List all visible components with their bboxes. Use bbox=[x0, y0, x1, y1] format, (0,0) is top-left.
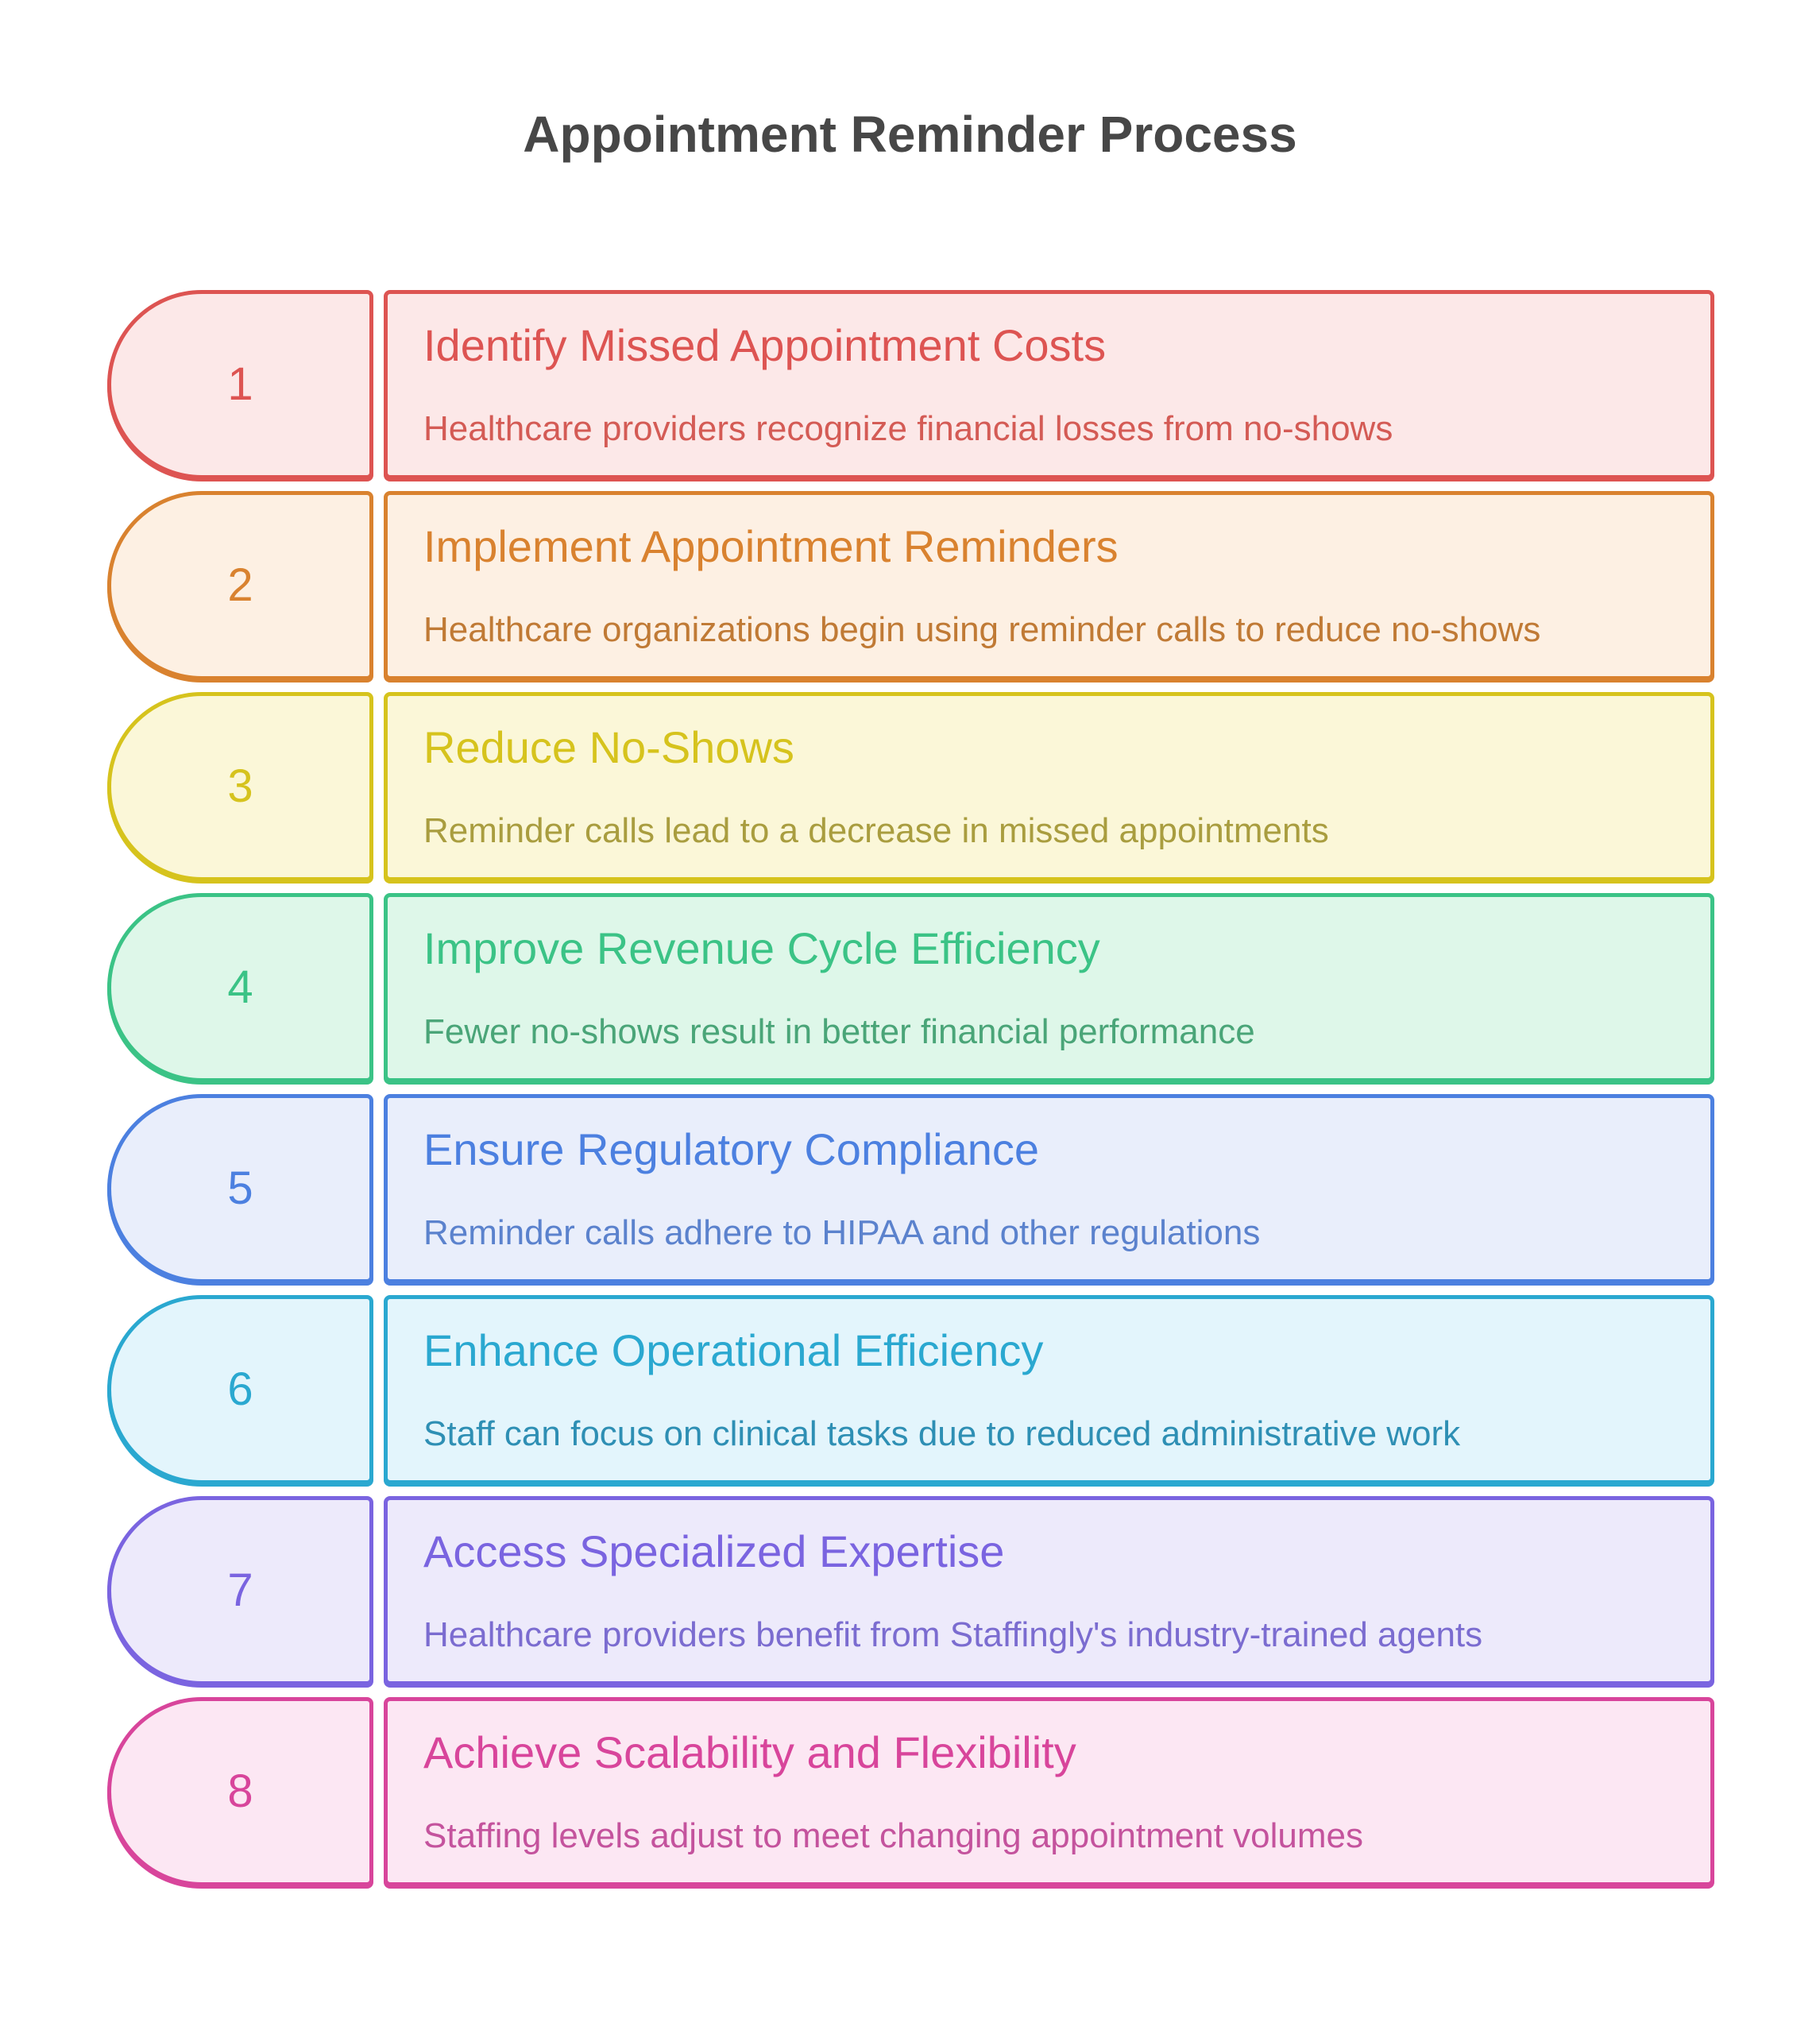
step-number-badge: 1 bbox=[107, 290, 373, 479]
step-title: Enhance Operational Efficiency bbox=[423, 1324, 1044, 1375]
step-number-badge: 3 bbox=[107, 692, 373, 881]
step-card: Ensure Regulatory Compliance Reminder ca… bbox=[384, 1094, 1714, 1283]
step-number: 7 bbox=[227, 1564, 253, 1616]
step-number-badge: 7 bbox=[107, 1496, 373, 1685]
step-number: 5 bbox=[227, 1162, 253, 1214]
step-number-badge: 4 bbox=[107, 893, 373, 1082]
step-title: Achieve Scalability and Flexibility bbox=[423, 1727, 1076, 1777]
step-title: Ensure Regulatory Compliance bbox=[423, 1123, 1040, 1174]
step-title: Improve Revenue Cycle Efficiency bbox=[423, 922, 1100, 973]
step-description: Reminder calls adhere to HIPAA and other… bbox=[423, 1212, 1261, 1252]
step-number-badge: 5 bbox=[107, 1094, 373, 1283]
step-card: Identify Missed Appointment Costs Health… bbox=[384, 290, 1714, 479]
step-row: 6 Enhance Operational Efficiency Staff c… bbox=[107, 1295, 1714, 1484]
step-number: 4 bbox=[227, 961, 253, 1013]
step-card: Implement Appointment Reminders Healthca… bbox=[384, 491, 1714, 680]
step-row: 1 Identify Missed Appointment Costs Heal… bbox=[107, 290, 1714, 479]
step-row: 7 Access Specialized Expertise Healthcar… bbox=[107, 1496, 1714, 1685]
step-card: Achieve Scalability and Flexibility Staf… bbox=[384, 1697, 1714, 1886]
step-card: Improve Revenue Cycle Efficiency Fewer n… bbox=[384, 893, 1714, 1082]
step-row: 8 Achieve Scalability and Flexibility St… bbox=[107, 1697, 1714, 1886]
step-number-badge: 6 bbox=[107, 1295, 373, 1484]
page-title: Appointment Reminder Process bbox=[523, 106, 1297, 163]
step-row: 5 Ensure Regulatory Compliance Reminder … bbox=[107, 1094, 1714, 1283]
step-description: Fewer no-shows result in better financia… bbox=[423, 1011, 1255, 1051]
step-description: Staffing levels adjust to meet changing … bbox=[423, 1816, 1364, 1855]
step-number: 1 bbox=[227, 358, 253, 410]
step-row: 2 Implement Appointment Reminders Health… bbox=[107, 491, 1714, 680]
step-row: 3 Reduce No-Shows Reminder calls lead to… bbox=[107, 692, 1714, 881]
step-number: 2 bbox=[227, 559, 253, 611]
steps-list: 1 Identify Missed Appointment Costs Heal… bbox=[107, 290, 1714, 1886]
step-number-badge: 2 bbox=[107, 491, 373, 680]
step-title: Reduce No-Shows bbox=[423, 721, 794, 772]
step-card: Reduce No-Shows Reminder calls lead to a… bbox=[384, 692, 1714, 881]
step-card: Enhance Operational Efficiency Staff can… bbox=[384, 1295, 1714, 1484]
step-number: 6 bbox=[227, 1363, 253, 1415]
step-title: Access Specialized Expertise bbox=[423, 1526, 1005, 1576]
step-title: Implement Appointment Reminders bbox=[423, 520, 1119, 571]
step-description: Healthcare providers benefit from Staffi… bbox=[423, 1614, 1483, 1654]
step-number: 8 bbox=[227, 1765, 253, 1817]
step-number: 3 bbox=[227, 760, 253, 812]
step-description: Reminder calls lead to a decrease in mis… bbox=[423, 810, 1329, 850]
step-row: 4 Improve Revenue Cycle Efficiency Fewer… bbox=[107, 893, 1714, 1082]
step-description: Staff can focus on clinical tasks due to… bbox=[423, 1413, 1461, 1453]
step-card: Access Specialized Expertise Healthcare … bbox=[384, 1496, 1714, 1685]
step-description: Healthcare organizations begin using rem… bbox=[423, 609, 1541, 649]
step-description: Healthcare providers recognize financial… bbox=[423, 408, 1393, 448]
step-number-badge: 8 bbox=[107, 1697, 373, 1886]
step-title: Identify Missed Appointment Costs bbox=[423, 319, 1107, 370]
